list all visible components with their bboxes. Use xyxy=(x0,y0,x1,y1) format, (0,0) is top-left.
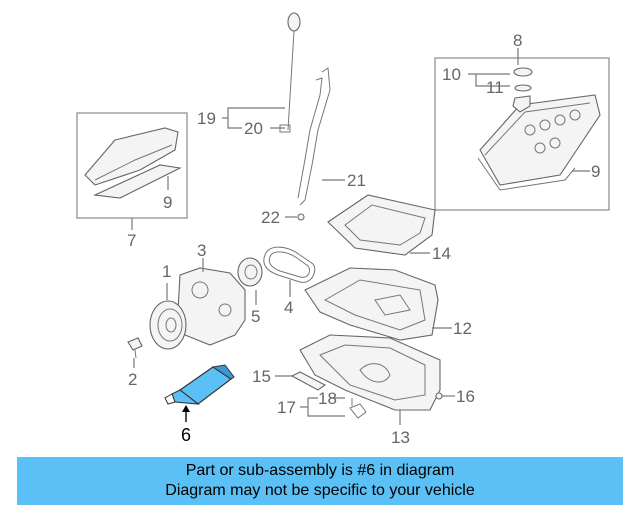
callout-10: 10 xyxy=(442,65,461,84)
pulley-part xyxy=(149,300,187,350)
callout-6[interactable]: 6 xyxy=(181,425,191,445)
drain-plug-part xyxy=(435,392,443,400)
callout-20: 20 xyxy=(244,119,263,138)
parts-diagram: 1 2 3 4 5 6 7 8 9 9 10 11 12 13 14 15 16… xyxy=(76,12,610,447)
skid-plate-part xyxy=(327,194,436,256)
bolt-22-part xyxy=(297,213,305,221)
callout-2: 2 xyxy=(128,370,137,389)
front-cover-part xyxy=(177,267,246,346)
bolt-2-part xyxy=(127,337,143,359)
belt-part xyxy=(263,246,316,283)
callout-9-right: 9 xyxy=(591,162,600,181)
callout-9-left: 9 xyxy=(163,193,172,212)
callout-11: 11 xyxy=(486,78,504,97)
banner-line-part: Part or sub-assembly is #6 in diagram xyxy=(185,462,455,479)
callout-4: 4 xyxy=(284,298,293,317)
callout-8: 8 xyxy=(513,31,522,50)
callout-19: 19 xyxy=(197,109,216,128)
callout-13: 13 xyxy=(391,428,410,447)
callout-14: 14 xyxy=(432,244,451,263)
callout-15: 15 xyxy=(252,367,271,386)
info-banner: Part or sub-assembly is #6 in diagram Di… xyxy=(17,457,623,505)
callout-6-arrow xyxy=(182,405,190,412)
sealant-tube-part xyxy=(164,364,235,405)
callout-5: 5 xyxy=(251,307,260,326)
callout-17: 17 xyxy=(277,398,296,417)
banner-line-disclaimer: Diagram may not be specific to your vehi… xyxy=(165,482,475,499)
callout-16: 16 xyxy=(456,387,475,406)
callout-21: 21 xyxy=(347,171,366,190)
sensor-part xyxy=(349,398,367,419)
callout-22: 22 xyxy=(261,208,280,227)
callout-3: 3 xyxy=(197,241,206,260)
dipstick-part xyxy=(279,12,301,133)
gasket-part xyxy=(290,371,327,391)
dipstick-tube-part xyxy=(297,67,331,206)
valve-cover-part xyxy=(477,94,601,191)
callout-1: 1 xyxy=(162,262,171,281)
callout-7: 7 xyxy=(127,231,136,250)
oil-pan-upper-part xyxy=(304,267,439,341)
callout-12: 12 xyxy=(453,319,472,338)
oil-cap-part xyxy=(512,67,533,113)
callout-18: 18 xyxy=(318,389,337,408)
oil-pan-lower-part xyxy=(299,334,441,411)
cover-part-7 xyxy=(84,127,182,199)
tensioner-part xyxy=(237,257,263,287)
valve-cover-box xyxy=(434,57,610,211)
